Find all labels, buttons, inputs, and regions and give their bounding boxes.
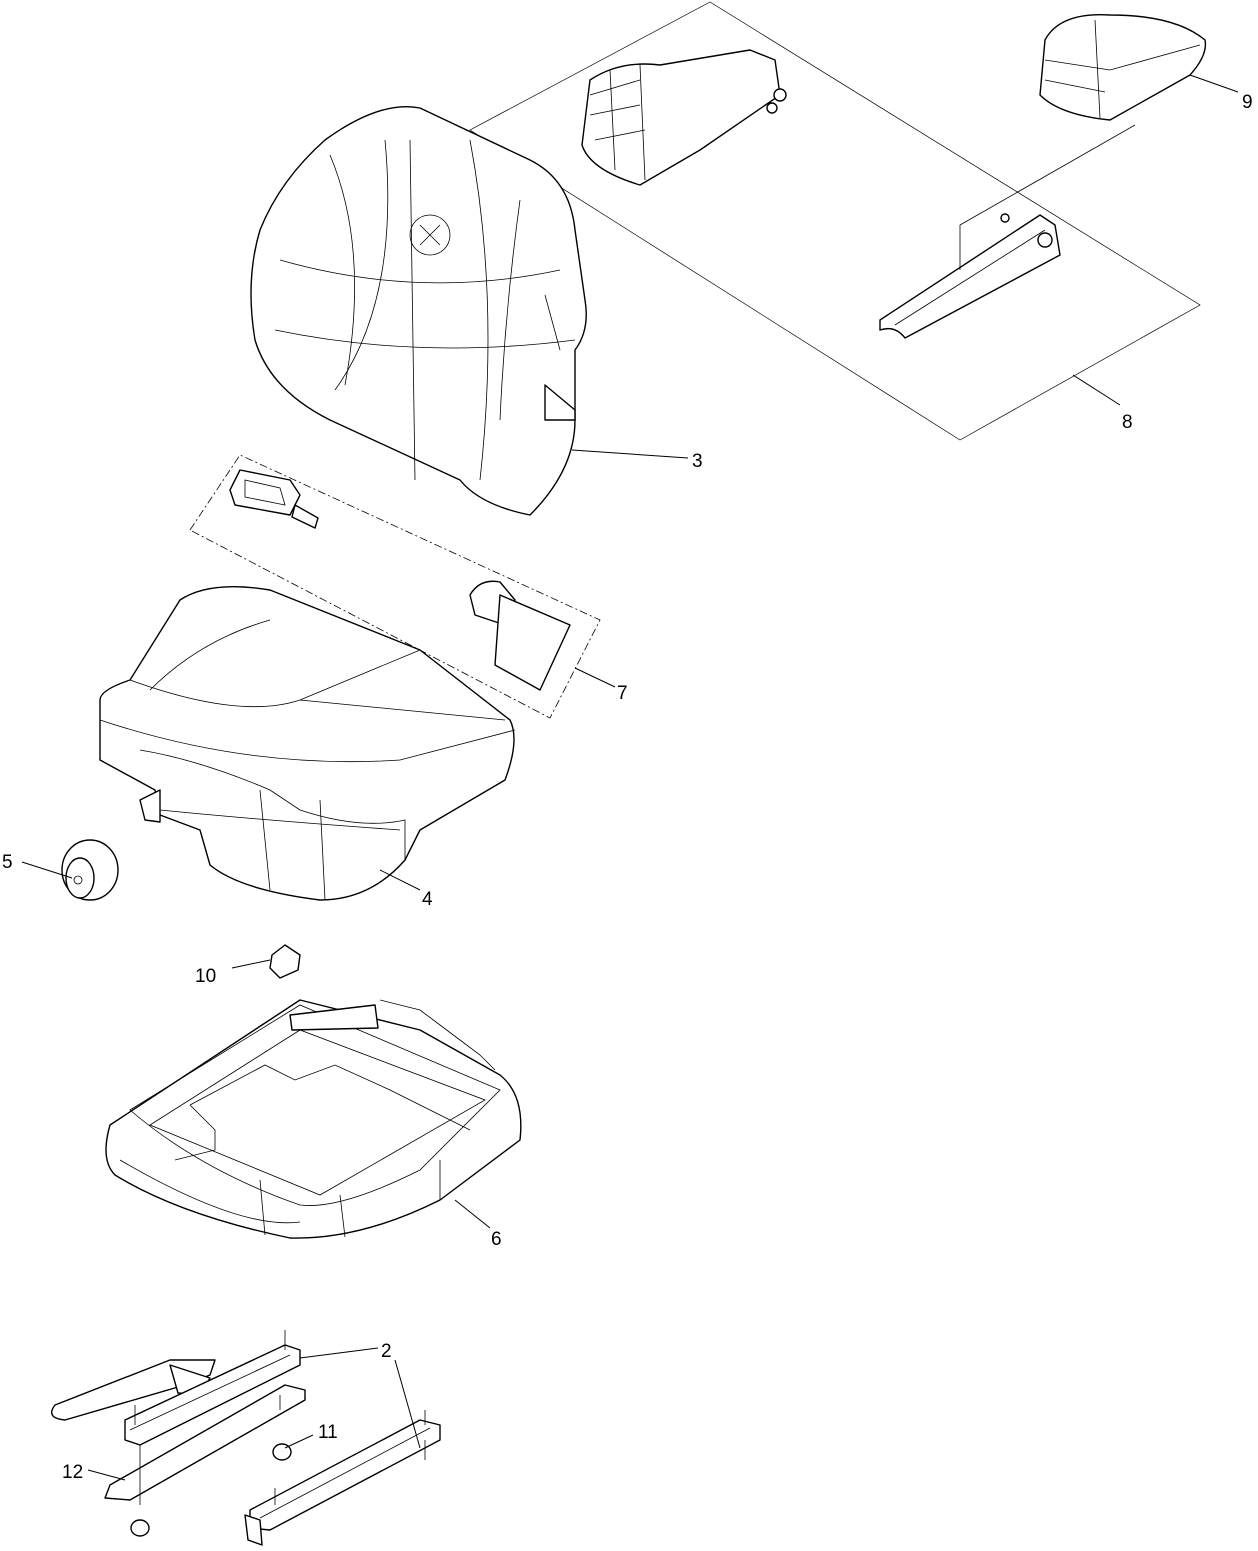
seat-belt-kit-outline — [189, 454, 601, 719]
seat-belt-tongue — [469, 580, 571, 691]
adjustment-knob — [61, 839, 119, 901]
seat-cushion — [99, 586, 516, 901]
seat-pan — [105, 999, 522, 1239]
armrest-pad — [1039, 14, 1207, 121]
callout-9: 9 — [1242, 92, 1253, 113]
seat-belt-buckle — [229, 469, 319, 529]
callout-11: 11 — [318, 1422, 338, 1443]
callout-10: 10 — [195, 966, 216, 987]
callout-4: 4 — [422, 889, 433, 910]
callout-2: 2 — [381, 1341, 392, 1362]
callout-7: 7 — [617, 683, 628, 704]
slide-rail-left — [51, 1330, 306, 1505]
callout-3: 3 — [692, 451, 703, 472]
callout-12: 12 — [62, 1462, 83, 1483]
armrest-bracket — [879, 124, 1136, 339]
callout-5: 5 — [2, 852, 13, 873]
slide-rail-right — [244, 1410, 441, 1546]
armrest-left — [581, 49, 787, 186]
armrest-kit-outline — [469, 1, 1201, 441]
retainer-clip — [269, 944, 301, 979]
leader-lines — [21, 74, 1239, 1481]
callout-6: 6 — [491, 1229, 502, 1250]
callout-8: 8 — [1122, 412, 1133, 433]
seat-back — [250, 105, 587, 516]
spacer — [130, 1443, 292, 1537]
